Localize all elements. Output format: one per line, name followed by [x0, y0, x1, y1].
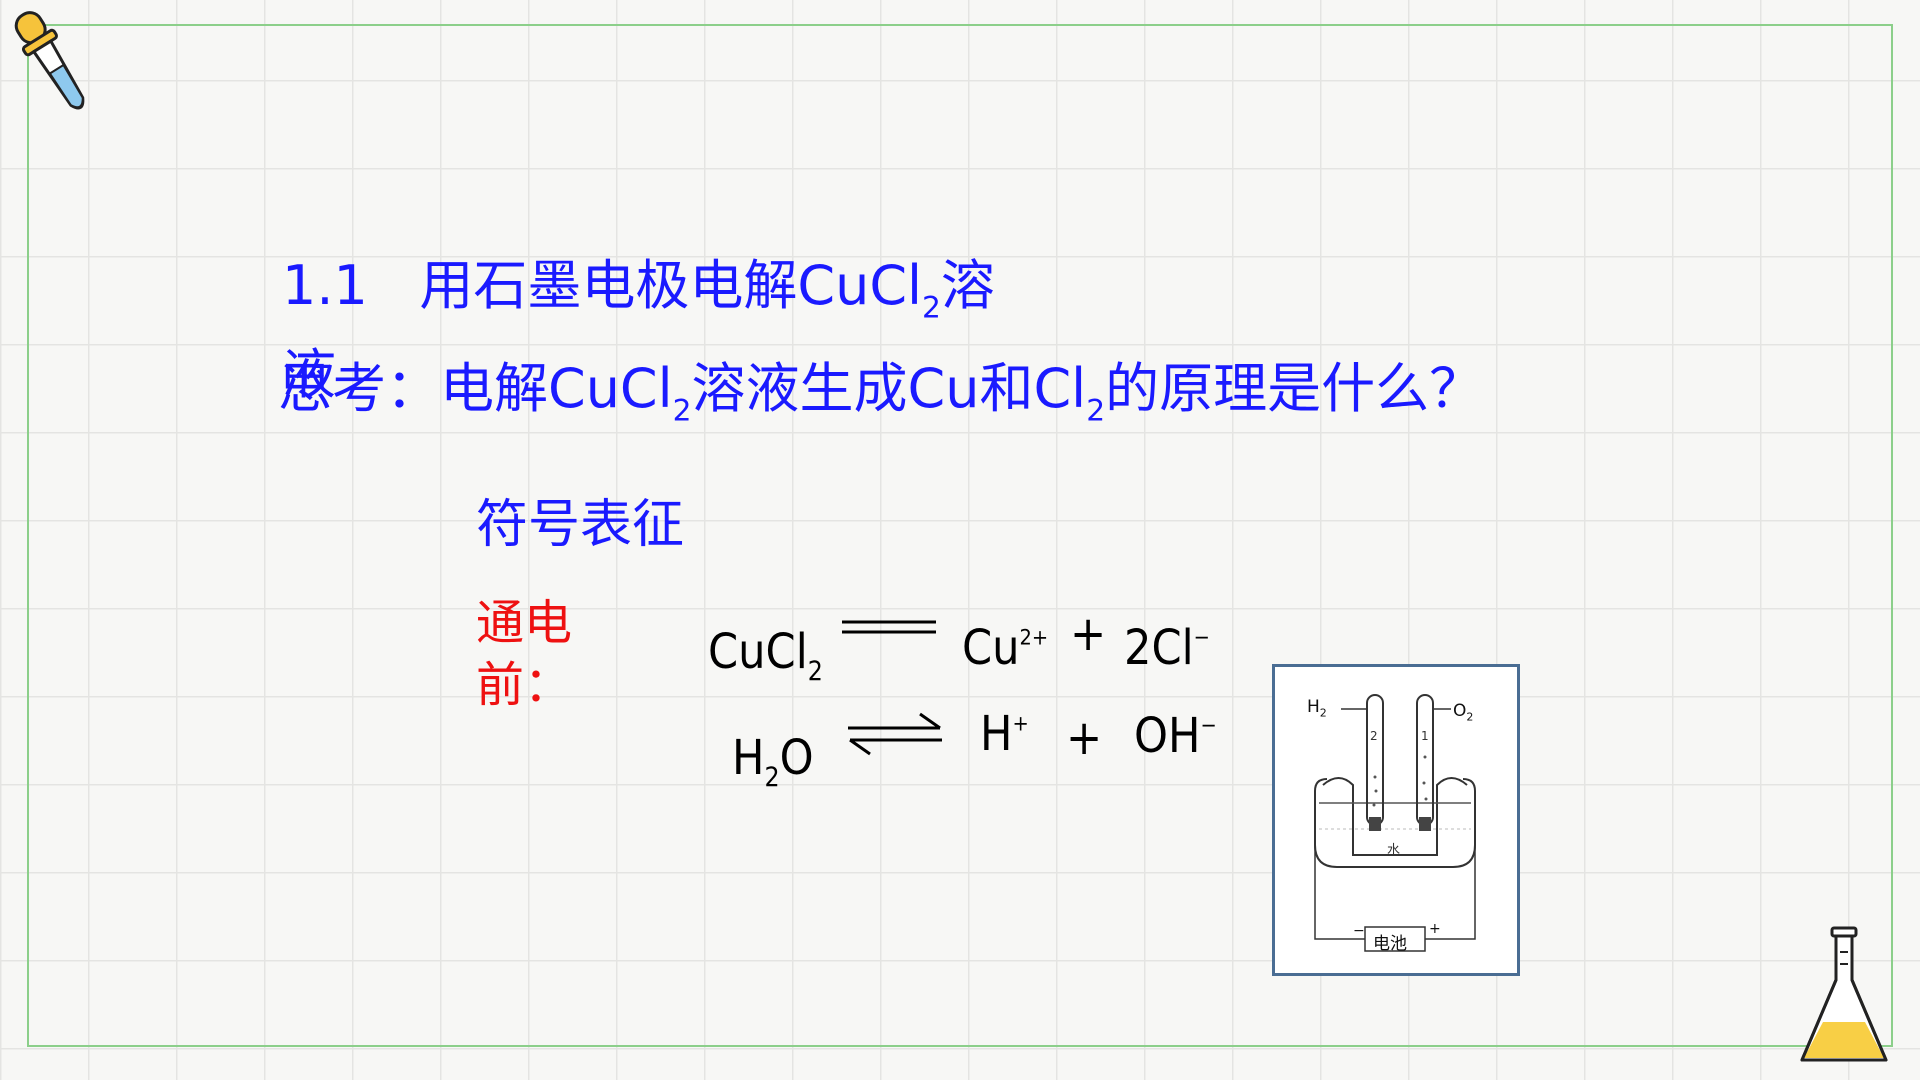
o2-label: O2 [1453, 701, 1474, 724]
tube-left-mark: 2 [1370, 729, 1378, 743]
battery-label: 电池 [1373, 934, 1407, 954]
dropper-icon [14, 11, 85, 110]
subheading: 符号表征 [476, 495, 685, 555]
eq2-cation: H+ [980, 706, 1029, 762]
eq2-reactant: H2O [732, 730, 814, 793]
flask-icon [1800, 926, 1888, 1062]
question-formula-cucl2: CuCl2 [548, 357, 692, 429]
title-text: 用石墨电极电解 [419, 254, 798, 317]
eq2-plus: + [1066, 710, 1103, 766]
question-text: 思考：电解CuCl2溶液生成Cu和Cl2的原理是什么？ [278, 357, 1484, 429]
battery-plus: + [1429, 921, 1441, 937]
electrolysis-apparatus-drawing [1314, 694, 1476, 952]
title-wrap-text: 液 [282, 343, 336, 406]
eq2-anion: OH− [1134, 708, 1217, 764]
eq2-equilibrium-arrow [848, 712, 942, 756]
section-title: 1.1 用石墨电极电解CuCl2溶 [282, 252, 995, 342]
question-formula-cl2: Cl2 [1033, 357, 1106, 429]
electrolysis-diagram: H2 O2 2 1 水 电池 − + [1272, 664, 1520, 976]
eq1-plus: + [1070, 606, 1107, 662]
before-label: 通电前： [476, 595, 573, 713]
water-label: 水 [1387, 843, 1401, 858]
eq1-cation: Cu2+ [962, 620, 1049, 676]
title-formula: CuCl2 [797, 254, 941, 326]
eq1-reactant: CuCl2 [708, 624, 823, 687]
battery-minus: − [1353, 923, 1365, 939]
title-text-end: 溶 [940, 254, 995, 317]
eq1-anion: 2Cl− [1124, 620, 1210, 676]
tube-right-mark: 1 [1421, 729, 1429, 743]
eq1-equals-sign [842, 620, 936, 634]
section-number: 1.1 [282, 254, 368, 317]
slide-frame [27, 24, 1893, 1047]
h2-label: H2 [1307, 697, 1327, 720]
